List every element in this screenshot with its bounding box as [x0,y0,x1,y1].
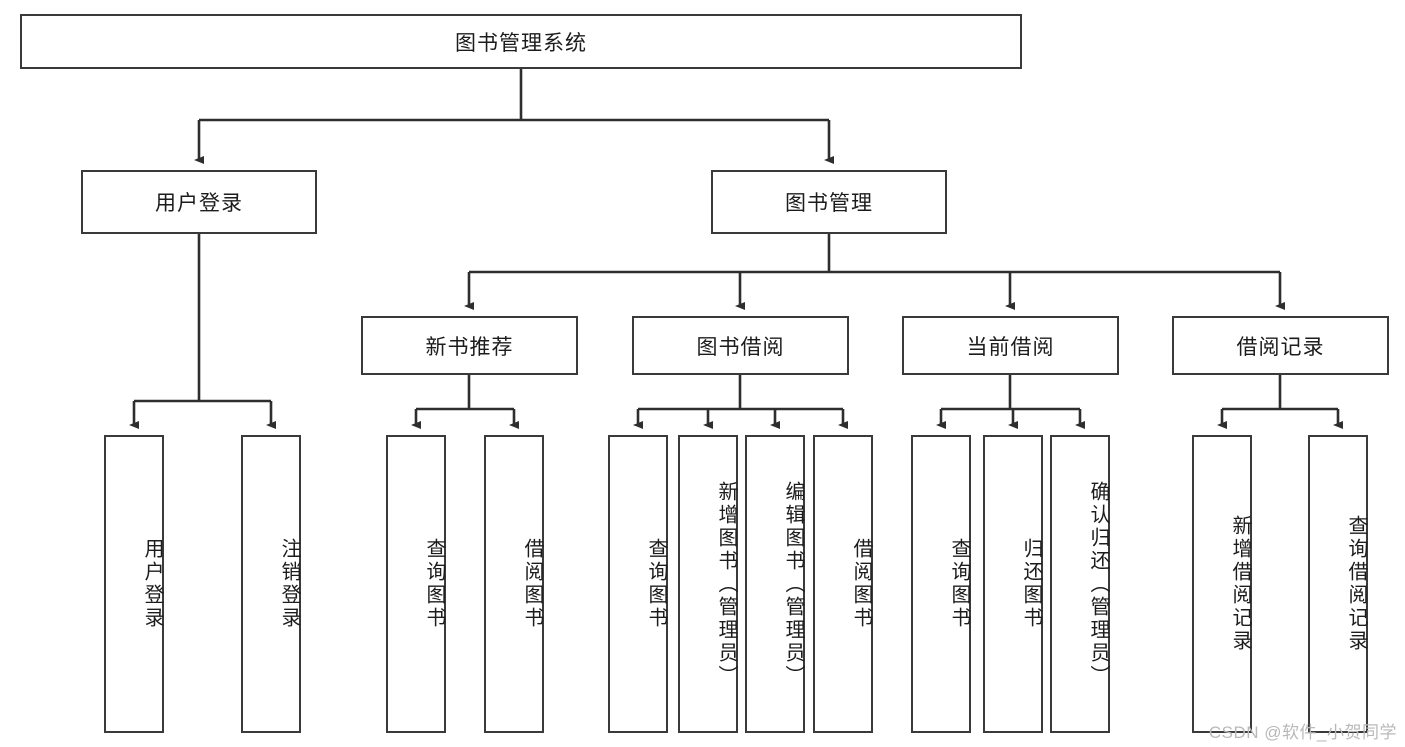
node-leaf-confirm-return[interactable]: 确认归还（管理员） [1050,435,1110,733]
node-leaf-query-book-1-label: 查询图书 [423,538,445,630]
node-book-borrow-label: 图书借阅 [696,335,785,359]
node-book-borrow[interactable]: 图书借阅 [632,316,849,375]
edge-group-current-borrow [936,375,1085,429]
node-book-manage[interactable]: 图书管理 [711,170,947,234]
watermark: CSDN @软件_小贺同学 [1208,723,1397,742]
node-root-label: 图书管理系统 [455,31,587,55]
node-leaf-return-book-label: 归还图书 [1020,538,1042,630]
node-leaf-edit-book[interactable]: 编辑图书（管理员） [745,435,805,733]
node-book-manage-label: 图书管理 [785,192,873,215]
node-current-borrow-label: 当前借阅 [966,335,1055,359]
node-leaf-edit-book-label: 编辑图书（管理员） [782,480,804,688]
edge-group-borrow-record [1217,375,1343,429]
node-leaf-logout-label: 注销登录 [278,538,300,630]
node-leaf-add-book[interactable]: 新增图书（管理员） [678,435,738,733]
node-user-login-label: 用户登录 [155,192,243,215]
node-leaf-query-book-3-label: 查询图书 [948,538,970,630]
edge-group-book-borrow [633,375,848,429]
node-leaf-borrow-book-2-label: 借阅图书 [850,538,872,630]
node-leaf-return-book[interactable]: 归还图书 [983,435,1043,733]
node-leaf-logout[interactable]: 注销登录 [241,435,301,733]
node-root[interactable]: 图书管理系统 [20,14,1022,69]
node-leaf-borrow-book-2[interactable]: 借阅图书 [813,435,873,733]
node-leaf-query-book-2[interactable]: 查询图书 [608,435,668,733]
node-leaf-query-book-1[interactable]: 查询图书 [386,435,446,733]
node-leaf-query-record-label: 查询借阅记录 [1345,515,1367,653]
node-leaf-borrow-book-1-label: 借阅图书 [521,538,543,630]
node-leaf-user-login[interactable]: 用户登录 [104,435,164,733]
node-leaf-user-login-label: 用户登录 [141,538,163,630]
node-leaf-add-book-label: 新增图书（管理员） [715,480,737,688]
node-borrow-record-label: 借阅记录 [1236,335,1325,359]
node-leaf-query-book-3[interactable]: 查询图书 [911,435,971,733]
node-leaf-confirm-return-label: 确认归还（管理员） [1087,480,1109,688]
edge-group-new-book-rec [411,375,519,429]
node-current-borrow[interactable]: 当前借阅 [902,316,1119,375]
node-new-book-rec-label: 新书推荐 [425,335,514,359]
node-leaf-query-record[interactable]: 查询借阅记录 [1308,435,1368,733]
node-leaf-add-record[interactable]: 新增借阅记录 [1192,435,1252,733]
node-leaf-query-book-2-label: 查询图书 [645,538,667,630]
edge-group-book-manage [464,234,1285,310]
edge-group-user-login [129,234,276,429]
node-borrow-record[interactable]: 借阅记录 [1172,316,1389,375]
node-user-login[interactable]: 用户登录 [81,170,317,234]
node-new-book-rec[interactable]: 新书推荐 [361,316,578,375]
node-leaf-add-record-label: 新增借阅记录 [1229,515,1251,653]
node-leaf-borrow-book-1[interactable]: 借阅图书 [484,435,544,733]
edge-group-root [194,69,834,164]
